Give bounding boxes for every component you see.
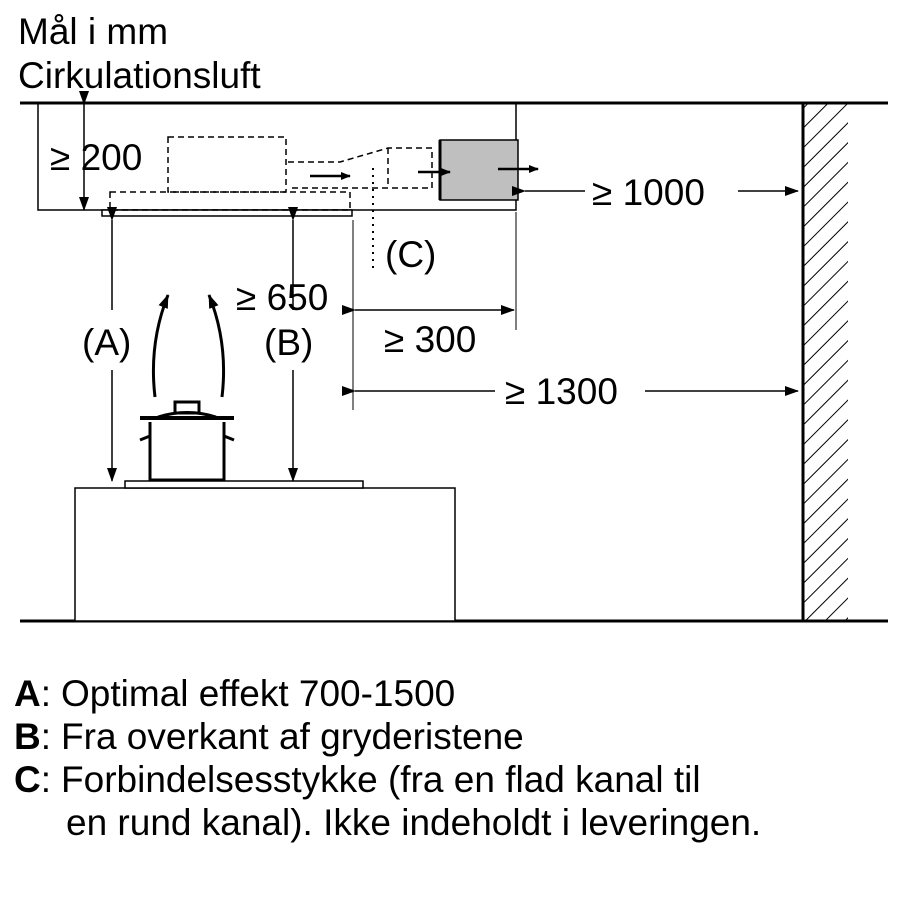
label-a: (A) (82, 322, 131, 363)
label-b: (B) (264, 322, 313, 363)
hood-outline-dashed (109, 136, 433, 211)
legend-item-c: C:Forbindelsesstykke (fra en flad kanal … (14, 759, 701, 800)
installation-diagram: ≥ 200 ≥ 1000 (C) ≥ 650 (A) (B) ≥ 300 ≥ 1… (20, 91, 888, 623)
label-c: (C) (385, 234, 436, 275)
label-1000: ≥ 1000 (592, 172, 705, 213)
legend-item-c-continuation: en rund kanal). Ikke indeholdt i leverin… (66, 802, 762, 843)
legend-item-b: B:Fra overkant af gryderistene (14, 716, 524, 757)
worktop (74, 487, 456, 622)
label-200: ≥ 200 (50, 137, 142, 178)
header: Mål i mm Cirkulationsluft (18, 10, 261, 98)
hood-panel (101, 209, 353, 217)
airflow-arrows (310, 165, 539, 180)
label-650: ≥ 650 (236, 277, 328, 318)
label-1300: ≥ 1300 (505, 371, 618, 412)
unit-note: Mål i mm (18, 11, 169, 52)
hob (124, 480, 364, 489)
label-300: ≥ 300 (384, 319, 476, 360)
pot-icon (139, 400, 235, 482)
mode-title: Cirkulationsluft (18, 55, 261, 96)
wall-hatching (803, 103, 848, 621)
legend: A:Optimal effekt 700-1500 B:Fra overkant… (14, 672, 761, 844)
legend-item-a: A:Optimal effekt 700-1500 (14, 673, 456, 714)
steam-arrows (151, 294, 226, 398)
